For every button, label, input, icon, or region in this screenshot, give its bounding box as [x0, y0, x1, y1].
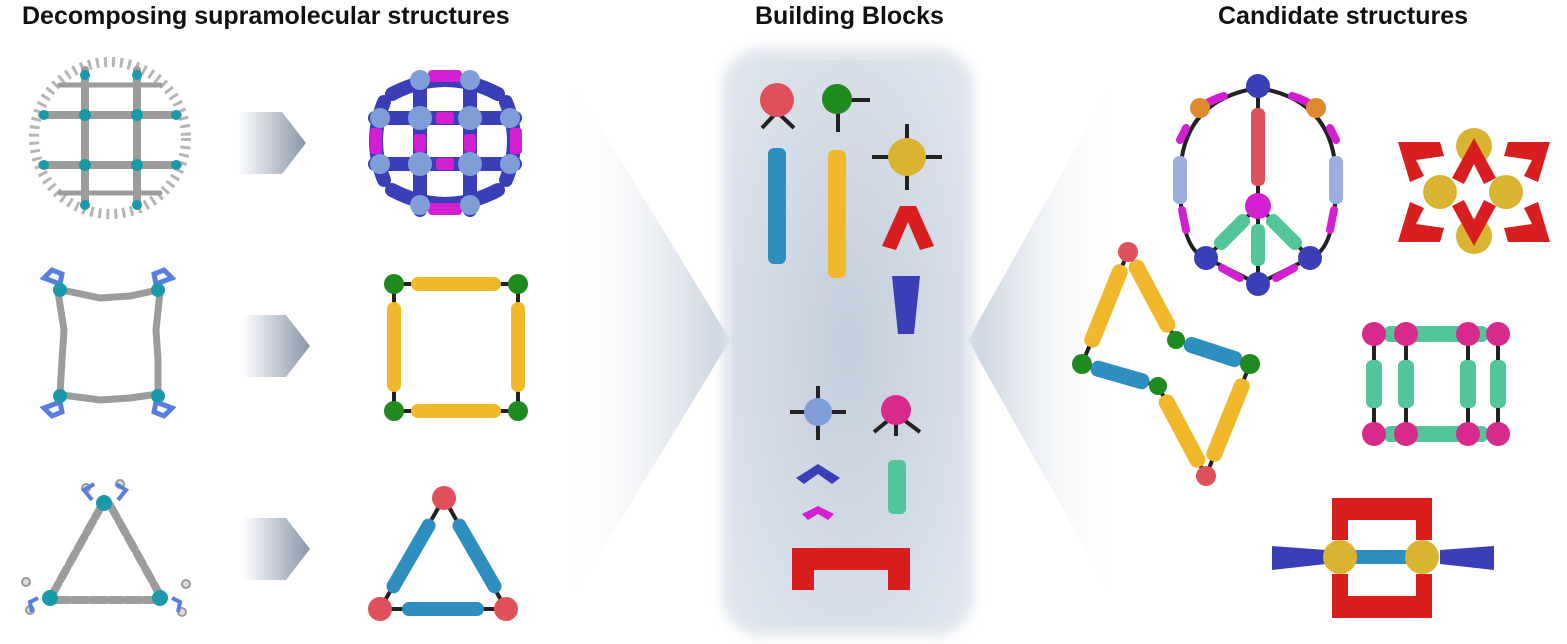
candidate-structure-icon [1398, 128, 1550, 254]
building-blocks-panel [722, 48, 974, 636]
triangle-molecule-icon [21, 479, 191, 617]
building-block-icon [790, 386, 846, 440]
cage-model-icon [368, 70, 522, 217]
building-block-icon [828, 150, 846, 278]
middle-section-title: Building Blocks [755, 2, 944, 30]
building-block-icon [872, 124, 942, 190]
building-block-icon [768, 148, 786, 264]
building-block-icon [888, 460, 906, 514]
building-block-icon [872, 395, 922, 436]
left-funnel [560, 60, 730, 620]
building-block-icon [802, 506, 834, 520]
arrow-icon [242, 518, 310, 580]
building-block-icon [792, 548, 910, 590]
building-block-icon [796, 464, 840, 484]
square-molecule-icon [39, 267, 177, 419]
right-funnel [968, 60, 1125, 620]
left-section-title: Decomposing supramolecular structures [22, 2, 510, 30]
candidate-structure-icon [1362, 322, 1510, 446]
candidate-structure-icon [1072, 242, 1260, 486]
building-block-icon [760, 83, 796, 130]
square-model-icon [384, 274, 528, 421]
cage-molecule-icon [29, 57, 191, 219]
candidate-structure-icon [1272, 498, 1494, 618]
arrow-icon [238, 112, 306, 174]
right-section-title: Candidate structures [1218, 2, 1469, 30]
candidate-structure-icon [1173, 74, 1343, 296]
triangle-model-icon [368, 486, 518, 621]
building-block-icon [882, 206, 934, 250]
arrow-icon [242, 315, 310, 377]
building-block-icon [822, 84, 870, 132]
building-block-icon [892, 276, 920, 334]
